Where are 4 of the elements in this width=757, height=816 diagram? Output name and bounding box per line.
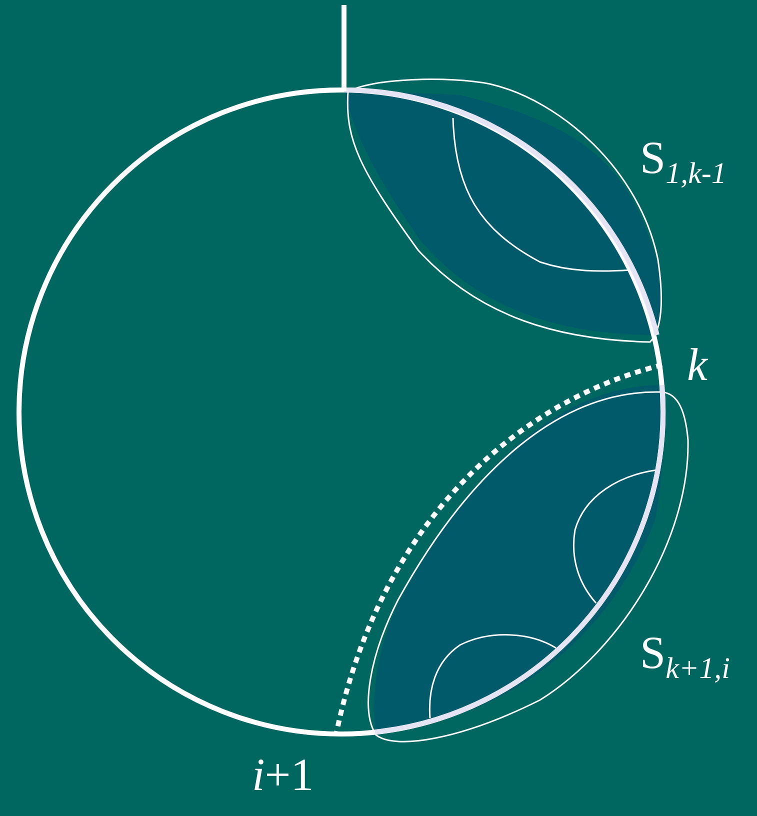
- math-label: k: [687, 342, 708, 388]
- math-label: S$_{k+1,i}$: [640, 630, 730, 684]
- math-label: S$_{1,k-1}$: [640, 135, 726, 190]
- math-label: i+1: [252, 752, 314, 798]
